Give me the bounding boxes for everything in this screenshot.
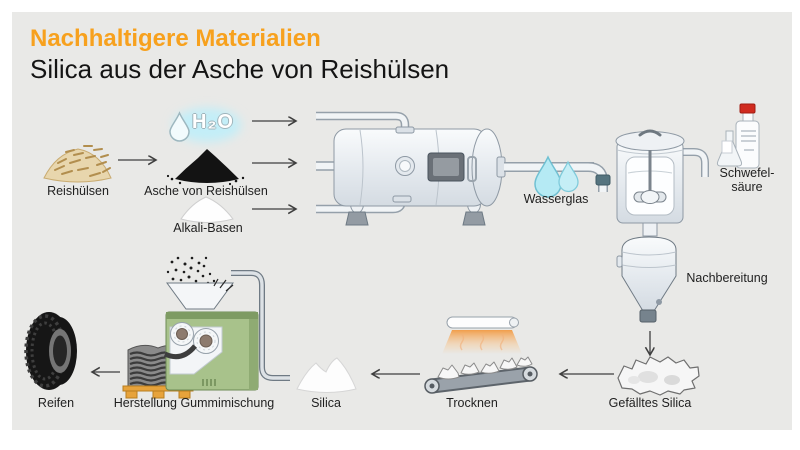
precipitated-silica-icon [617,356,700,396]
reactor-vessel-icon [615,129,709,237]
ash-pile-icon [166,149,245,186]
waterglass-drops-icon [534,155,579,198]
alkali-pile-icon [180,196,234,223]
label-precipitated-silica: Gefälltes Silica [608,396,692,410]
label-drying: Trocknen [446,396,498,410]
label-sulfuric-acid: Schwefel- säure [719,166,775,194]
page-subtitle: Silica aus der Asche von Reishülsen [30,54,450,84]
label-silica: Silica [311,396,341,410]
dryer-conveyor-icon [424,316,538,394]
silica-pile-icon [296,357,357,393]
water-drop-icon [169,108,241,142]
mixer-machine-icon [163,256,259,391]
label-waterglass: Wasserglas [523,192,589,206]
label-alkali: Alkali-Basen [173,221,243,235]
acid-bottle-icon [716,103,760,169]
page-title: Nachhaltigere Materialien [30,25,321,52]
tire-icon [24,312,77,390]
autoclave-tank-icon [316,111,611,226]
label-rubber-compounding: Herstellung Gummimischung [113,396,275,410]
label-rice-husks: Reishülsen [47,184,109,198]
label-post-processing: Nachbereitung [686,271,768,285]
label-water: H₂O [192,111,234,133]
label-ash: Asche von Reishülsen [144,184,268,198]
rice-husks-icon [43,145,112,183]
postprocessing-vessel-icon [616,236,677,323]
label-tire: Reifen [37,396,75,410]
flow-arrows [92,121,650,374]
suction-hose-icon [231,270,290,381]
